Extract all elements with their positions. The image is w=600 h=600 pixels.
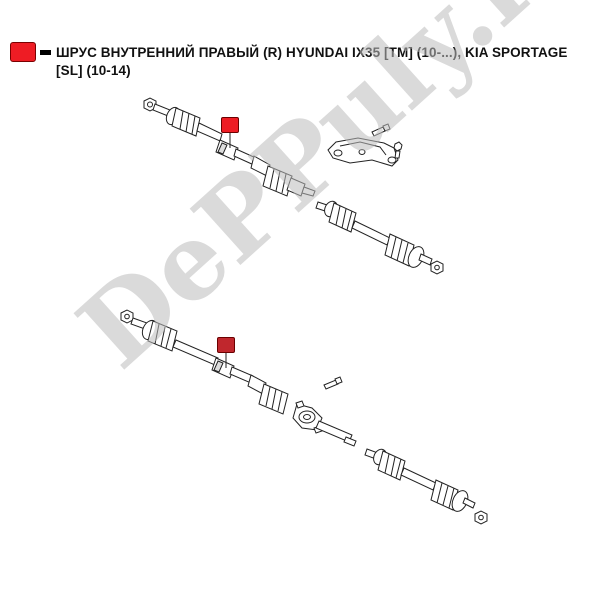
- upper-bracket: [327, 123, 403, 167]
- lower-driveshaft-right: [364, 448, 488, 525]
- legend-marker: [10, 42, 36, 62]
- legend: ШРУС ВНУТРЕННИЙ ПРАВЫЙ (R) HYUNDAI IX35 …: [10, 42, 590, 82]
- callout-upper-inner-cv-joint[interactable]: [221, 117, 239, 133]
- callout-lower-inner-cv-joint[interactable]: [217, 337, 235, 353]
- legend-text: ШРУС ВНУТРЕННИЙ ПРАВЫЙ (R) HYUNDAI IX35 …: [56, 45, 568, 78]
- lower-intermediate-shaft: [292, 376, 357, 447]
- lower-driveshaft-left: [120, 309, 289, 415]
- legend-dash: [40, 50, 51, 55]
- upper-driveshaft-right: [315, 200, 444, 275]
- upper-driveshaft-left: [143, 97, 316, 197]
